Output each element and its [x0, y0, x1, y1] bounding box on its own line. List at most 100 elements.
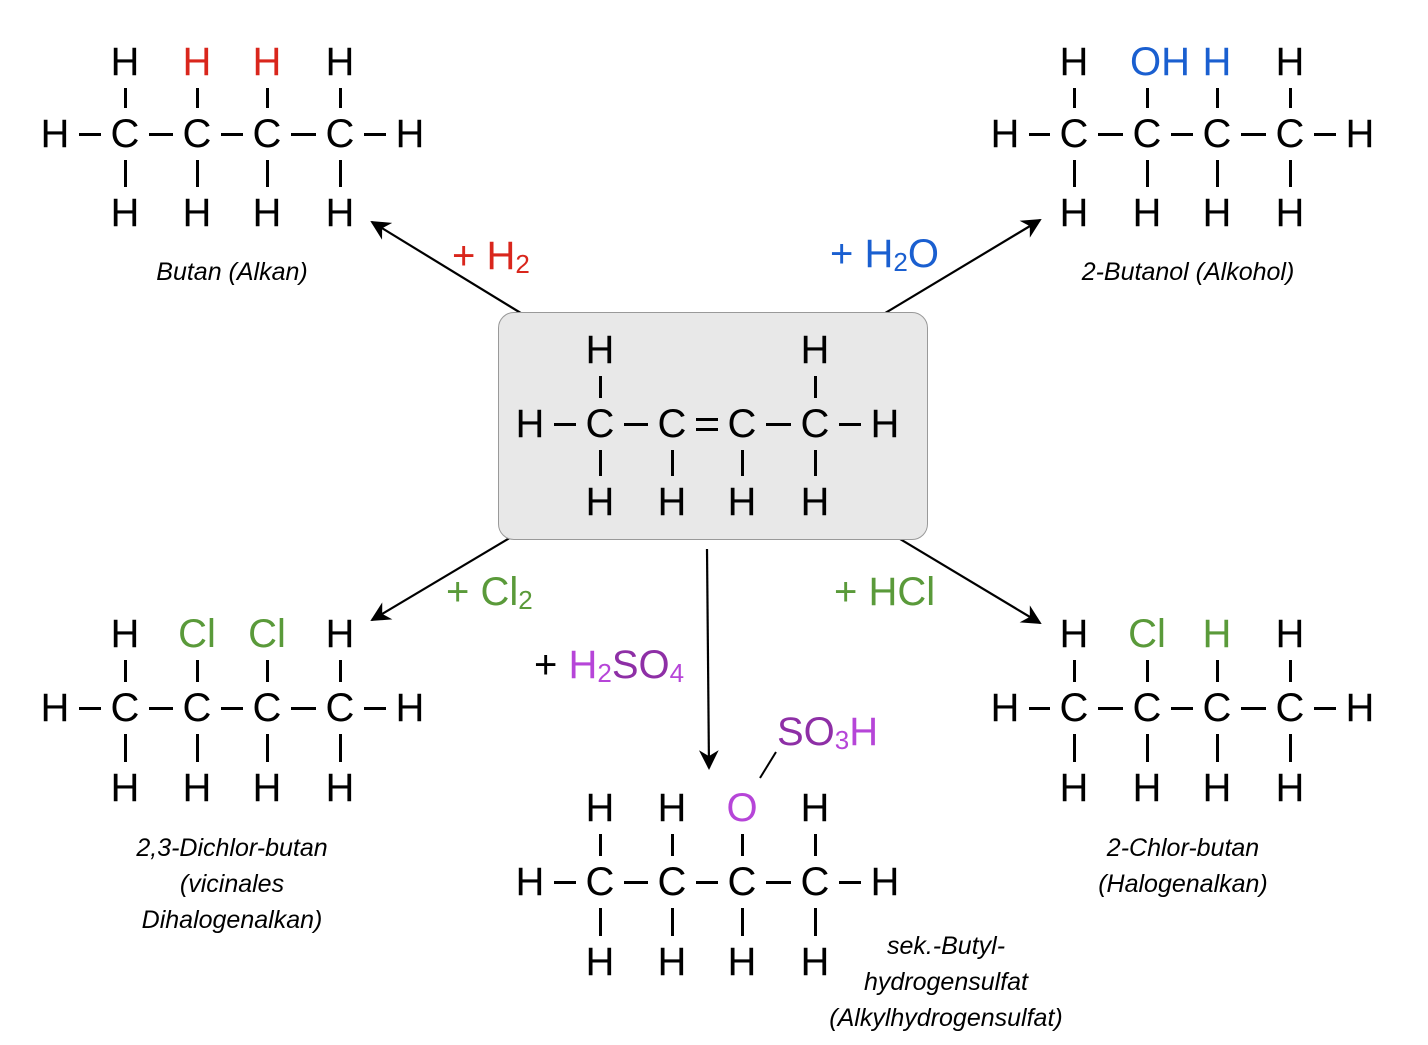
single-bond	[1289, 160, 1292, 187]
single-bond	[1216, 88, 1219, 108]
hydrogen-atom: H	[1275, 40, 1305, 84]
single-bond	[1098, 133, 1123, 136]
double-bond-upper	[696, 418, 718, 421]
single-bond	[741, 834, 744, 856]
reagent-plus: +	[452, 234, 476, 278]
hydrogen-atom: H	[252, 766, 282, 810]
hydrogen-atom: H	[182, 40, 212, 84]
reagent-formula: Cl2	[480, 570, 533, 615]
single-bond	[1146, 88, 1149, 108]
carbon-atom: C	[182, 686, 212, 730]
hydrogen-atom: H	[325, 766, 355, 810]
carbon-atom: C	[1132, 112, 1162, 156]
carbon-atom: C	[1059, 686, 1089, 730]
hydrogen-atom: H	[1275, 191, 1305, 235]
starting-material-box	[498, 312, 928, 540]
carbon-atom: C	[325, 686, 355, 730]
o-so3h-bond	[759, 751, 777, 779]
hydrogen-atom: H	[395, 686, 425, 730]
double-bond-lower	[696, 428, 718, 431]
chlorine-atom: Cl	[178, 612, 216, 656]
reagent-h2so4: + H2SO4	[534, 643, 684, 695]
hydrogen-atom: H	[1345, 112, 1375, 156]
single-bond	[1029, 707, 1050, 710]
hydrogen-atom: H	[1059, 191, 1089, 235]
single-bond	[291, 133, 316, 136]
carbon-atom: C	[182, 112, 212, 156]
single-bond	[79, 707, 101, 710]
single-bond	[291, 707, 316, 710]
carbon-atom: C	[585, 860, 615, 904]
hydrogen-atom: H	[1202, 766, 1232, 810]
single-bond	[339, 660, 342, 682]
carbon-atom: C	[110, 112, 140, 156]
reagent-plus: +	[834, 570, 858, 614]
single-bond	[1241, 133, 1266, 136]
reagent-formula: H2O	[864, 232, 939, 277]
carbon-atom: C	[727, 402, 757, 446]
single-bond	[364, 707, 386, 710]
single-bond	[741, 450, 744, 476]
hydrogen-atom: H	[585, 786, 615, 830]
single-bond	[1073, 88, 1076, 108]
single-bond	[839, 881, 861, 884]
single-bond	[1289, 88, 1292, 108]
reagent-cl2: + Cl2	[446, 570, 533, 622]
hydrogen-atom: H	[800, 786, 830, 830]
single-bond	[599, 376, 602, 398]
hydrogen-atom: H	[1202, 191, 1232, 235]
reagent-formula: HCl	[868, 570, 936, 614]
hydrogen-atom: H	[800, 328, 830, 372]
single-bond	[339, 160, 342, 187]
carbon-atom: C	[800, 860, 830, 904]
hydrogen-atom: H	[515, 402, 545, 446]
hydrogen-atom: H	[990, 686, 1020, 730]
reagent-plus: +	[830, 232, 854, 276]
hydrogen-atom: H	[1275, 612, 1305, 656]
single-bond	[1073, 734, 1076, 762]
single-bond	[1171, 133, 1193, 136]
single-bond	[1216, 160, 1219, 187]
single-bond	[814, 908, 817, 936]
hydrogen-atom: H	[800, 940, 830, 984]
single-bond	[1289, 660, 1292, 682]
hydrogen-atom: H	[990, 112, 1020, 156]
carbon-atom: C	[1202, 686, 1232, 730]
hydrogen-atom: H	[325, 612, 355, 656]
hydrogen-atom: H	[40, 112, 70, 156]
hydrogen-atom: H	[727, 480, 757, 524]
hydrogen-atom: H	[1345, 686, 1375, 730]
reagent-h2o: + H2O	[830, 232, 939, 284]
so3h-substituent: SO3H	[777, 710, 879, 755]
single-bond	[149, 133, 173, 136]
single-bond	[221, 707, 243, 710]
single-bond	[339, 88, 342, 108]
single-bond	[1314, 707, 1336, 710]
hydrogen-atom: H	[252, 40, 282, 84]
molecule-name: 2-Chlor-butan	[1106, 834, 1260, 862]
arrow-to-sulfat	[698, 548, 719, 770]
reagent-plus: +	[446, 570, 470, 614]
hydrogen-atom: H	[325, 40, 355, 84]
hydrogen-atom: H	[870, 860, 900, 904]
single-bond	[196, 88, 199, 108]
molecule-name: hydrogensulfat	[863, 968, 1028, 996]
hydrogen-atom: H	[585, 480, 615, 524]
single-bond	[624, 423, 648, 426]
hydrogen-atom: H	[515, 860, 545, 904]
carbon-atom: C	[1132, 686, 1162, 730]
single-bond	[221, 133, 243, 136]
hydrogen-atom: H	[110, 766, 140, 810]
molecule-name: Butan (Alkan)	[156, 258, 308, 286]
single-bond	[599, 908, 602, 936]
single-bond	[1289, 734, 1292, 762]
hydrogen-atom: H	[395, 112, 425, 156]
hydrogen-atom: H	[585, 328, 615, 372]
single-bond	[196, 160, 199, 187]
carbon-atom: C	[1275, 112, 1305, 156]
single-bond	[1029, 133, 1050, 136]
single-bond	[196, 734, 199, 762]
hydrogen-atom: H	[1202, 40, 1232, 84]
hydrogen-atom: H	[110, 40, 140, 84]
molecule-name: (Halogenalkan)	[1098, 870, 1268, 898]
